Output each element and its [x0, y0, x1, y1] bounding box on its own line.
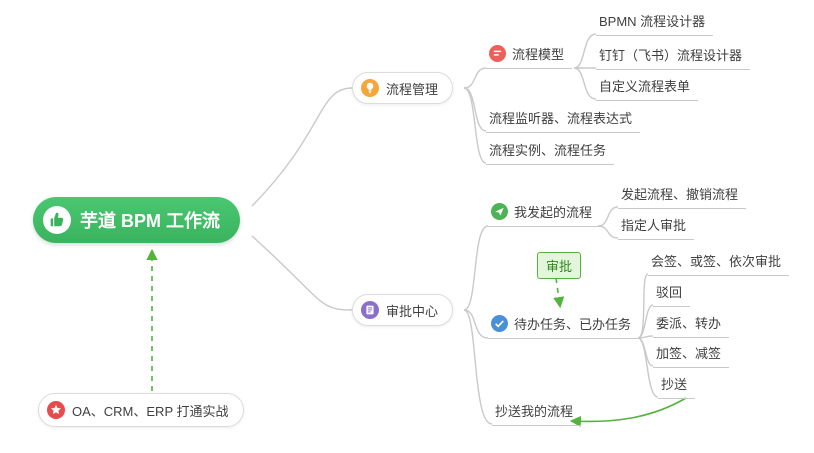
- list-icon: [489, 45, 506, 62]
- wire-ac-ccmy: [463, 309, 493, 425]
- wire-pm-model: [463, 67, 487, 89]
- wire-ac-todo: [463, 309, 489, 339]
- topic-dingtalk-designer-label: 钉钉（飞书）流程设计器: [599, 48, 743, 63]
- wire-todo-countersign: [637, 273, 649, 339]
- paper-plane-icon: [491, 203, 508, 220]
- topic-custom-form-label: 自定义流程表单: [599, 79, 691, 94]
- approval-flow-badge[interactable]: 审批: [537, 252, 582, 279]
- topic-instance-task[interactable]: 流程实例、流程任务: [486, 138, 615, 165]
- wire-my-assignee: [597, 225, 619, 239]
- topic-dingtalk-designer[interactable]: 钉钉（飞书）流程设计器: [596, 43, 751, 70]
- topic-initiate-cancel-label: 发起流程、撤销流程: [621, 187, 739, 202]
- topic-process-model[interactable]: 流程模型: [486, 42, 573, 69]
- topic-add-remove-sign-label: 加签、减签: [656, 346, 722, 361]
- check-icon: [491, 315, 508, 332]
- topic-initiate-cancel[interactable]: 发起流程、撤销流程: [618, 182, 747, 209]
- topic-process-management[interactable]: 流程管理: [352, 72, 454, 104]
- wire-my-initiatecancel: [597, 206, 619, 227]
- topic-delegate-transfer[interactable]: 委派、转办: [653, 311, 730, 338]
- wire-root-approval-center: [251, 235, 353, 311]
- star-icon: [47, 401, 65, 419]
- root-topic[interactable]: 芋道 BPM 工作流: [33, 197, 241, 243]
- topic-listener-expression[interactable]: 流程监听器、流程表达式: [486, 106, 641, 133]
- topic-add-remove-sign[interactable]: 加签、减签: [653, 341, 730, 368]
- wire-pm-instance: [463, 87, 487, 164]
- topic-oa-crm-erp-label: OA、CRM、ERP 打通实战: [72, 403, 229, 419]
- topic-my-initiated[interactable]: 我发起的流程: [488, 200, 601, 227]
- topic-oa-crm-erp[interactable]: OA、CRM、ERP 打通实战: [38, 393, 244, 427]
- arrow-cc-to-ccmy: [569, 397, 687, 428]
- topic-cc-my-process-label: 抄送我的流程: [495, 404, 574, 419]
- topic-cc[interactable]: 抄送: [658, 372, 696, 399]
- topic-process-management-label: 流程管理: [386, 81, 439, 97]
- approval-flow-badge-label: 审批: [546, 259, 573, 274]
- topic-bpmn-designer-label: BPMN 流程设计器: [599, 14, 706, 29]
- wire-todo-addsign: [637, 337, 654, 367]
- topic-bpmn-designer[interactable]: BPMN 流程设计器: [596, 9, 714, 36]
- topic-approval-center-label: 审批中心: [386, 303, 439, 319]
- arrow-badge-to-todo: [553, 277, 565, 309]
- topic-assignee-approval[interactable]: 指定人审批: [618, 213, 695, 240]
- topic-approval-center[interactable]: 审批中心: [352, 294, 454, 326]
- topic-todo-done[interactable]: 待办任务、已办任务: [488, 312, 640, 339]
- lightbulb-icon: [361, 79, 379, 97]
- topic-my-initiated-label: 我发起的流程: [514, 205, 593, 220]
- topic-reject[interactable]: 驳回: [653, 280, 691, 307]
- wire-root-process-mgmt: [251, 87, 353, 207]
- topic-delegate-transfer-label: 委派、转办: [656, 316, 722, 331]
- topic-todo-done-label: 待办任务、已办任务: [514, 317, 632, 332]
- wire-ac-myinitiated: [463, 225, 489, 311]
- topic-countersign-label: 会签、或签、依次审批: [651, 254, 782, 269]
- topic-cc-label: 抄送: [661, 377, 688, 392]
- wire-todo-cc: [637, 337, 659, 398]
- topic-countersign[interactable]: 会签、或签、依次审批: [648, 249, 790, 276]
- topic-assignee-approval-label: 指定人审批: [621, 218, 687, 233]
- root-topic-label: 芋道 BPM 工作流: [80, 211, 221, 231]
- topic-custom-form[interactable]: 自定义流程表单: [596, 74, 699, 101]
- document-icon: [361, 301, 379, 319]
- topic-process-model-label: 流程模型: [512, 47, 565, 62]
- wire-model-customform: [573, 67, 597, 100]
- wire-todo-reject: [637, 304, 654, 339]
- topic-reject-label: 驳回: [656, 285, 683, 300]
- topic-instance-task-label: 流程实例、流程任务: [489, 143, 607, 158]
- topic-listener-expression-label: 流程监听器、流程表达式: [489, 111, 633, 126]
- wire-model-bpmn: [573, 33, 597, 69]
- thumbs-up-icon: [43, 206, 71, 234]
- topic-cc-my-process[interactable]: 抄送我的流程: [492, 399, 582, 426]
